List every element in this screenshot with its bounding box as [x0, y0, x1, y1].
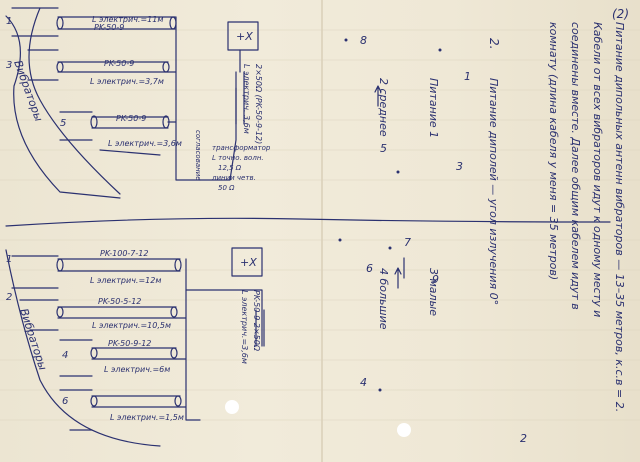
point-label: 8 — [360, 34, 367, 47]
point-label: 1 — [464, 70, 471, 83]
top-length-5: L электрич.=3,6м — [108, 139, 182, 148]
side-note: согласование — [194, 130, 202, 181]
punch-hole — [225, 400, 239, 414]
column-4: 3 малые — [427, 268, 440, 316]
top-cable-diagram — [5, 7, 259, 199]
column-2: Питание 1 — [427, 78, 440, 138]
bottom-length-1: L электрич.=12м — [90, 276, 161, 285]
point-label: 6 — [366, 262, 373, 275]
bottom-cable-1: PK-100-7-12 — [100, 249, 148, 258]
point-label: 5 — [380, 142, 387, 155]
column-main: Питание диполей — угол излучения 0° — [487, 78, 500, 305]
top-combiner-length: L электрич. 3,6м — [242, 64, 251, 134]
bottom-length-2: L электрич.=10,5м — [92, 321, 171, 330]
top-side-notes: согласование — [194, 130, 202, 181]
right-paragraph: Питание дипольных антенн вибраторов — 13… — [547, 22, 626, 412]
point-label: 4 — [360, 376, 367, 389]
column-3: 2 среднее — [377, 78, 390, 137]
top-cable-1: PK-50-9 — [94, 23, 124, 32]
top-num-1: 1 — [6, 16, 12, 27]
bottom-num-6: 6 — [62, 396, 68, 407]
punch-hole — [397, 423, 411, 437]
top-combiner-cable: 2×50Ω (PK-50-9-12) — [254, 64, 263, 144]
right-columns: 2. Питание диполей — угол излучения 0° П… — [377, 38, 501, 330]
bottom-length-6: L электрич.=1,5м — [110, 413, 184, 422]
bottom-length-4: L электрич.=6м — [104, 365, 170, 374]
bottom-combiner-label: +X — [240, 256, 257, 269]
ruled-lines — [0, 29, 640, 421]
top-side-notes-block: трансформатор L точно. волн. 12,5 Ω лини… — [211, 144, 271, 192]
side-note: линии четв. — [211, 174, 256, 182]
right-heading: 2. — [487, 38, 501, 49]
top-length-3: L электрич.=3,7м — [90, 77, 164, 86]
top-group-label: Вибраторы — [11, 59, 45, 124]
bottom-cable-4: PK-50-9-12 — [108, 339, 151, 348]
top-length-1: L электрич.=11м — [92, 15, 163, 24]
point-label: 7 — [404, 236, 411, 249]
page-label: (2) — [612, 7, 629, 21]
right-line-1: Питание дипольных антенн вибраторов — 13… — [613, 22, 626, 412]
column-5: 4 большие — [377, 268, 390, 330]
point-label: 2 — [520, 432, 527, 445]
side-note: трансформатор — [212, 144, 271, 152]
grid-point-labels: 8 1 5 3 7 9 6 4 2 — [360, 34, 527, 445]
bottom-cable-2: PK-50-5-12 — [98, 297, 141, 306]
top-combiner-label: +X — [236, 30, 253, 43]
top-num-3: 3 — [6, 60, 12, 71]
point-label: 9 — [432, 273, 439, 286]
bottom-num-2: 2 — [6, 292, 12, 303]
top-num-5: 5 — [60, 118, 66, 129]
bottom-cable-diagram — [5, 247, 265, 447]
right-line-4: комнату (длина кабеля у меня = 35 метров… — [547, 22, 560, 280]
side-note: 12,5 Ω — [218, 164, 242, 172]
bottom-group-label: Вибраторы — [17, 307, 49, 372]
right-line-3: соединены вместе. Далее общим кабелем ид… — [569, 22, 582, 310]
right-line-2: Кабели от всех вибраторов идут к одному … — [591, 22, 604, 317]
side-note: 50 Ω — [218, 184, 235, 192]
bottom-combiner-cable: PK-50-9 2×50Ω — [252, 290, 261, 352]
bottom-combiner-length: L электрич.=3,6м — [240, 290, 249, 364]
bottom-num-4: 4 — [62, 350, 68, 361]
top-cable-3: PK-50-9 — [104, 59, 134, 68]
point-label: 3 — [456, 160, 463, 173]
side-note: L точно. волн. — [212, 154, 264, 162]
bottom-num-1: 1 — [6, 254, 12, 265]
top-cable-5: PK-50-9 — [116, 114, 146, 123]
section-divider — [5, 217, 611, 227]
right-page-marks — [338, 38, 442, 392]
